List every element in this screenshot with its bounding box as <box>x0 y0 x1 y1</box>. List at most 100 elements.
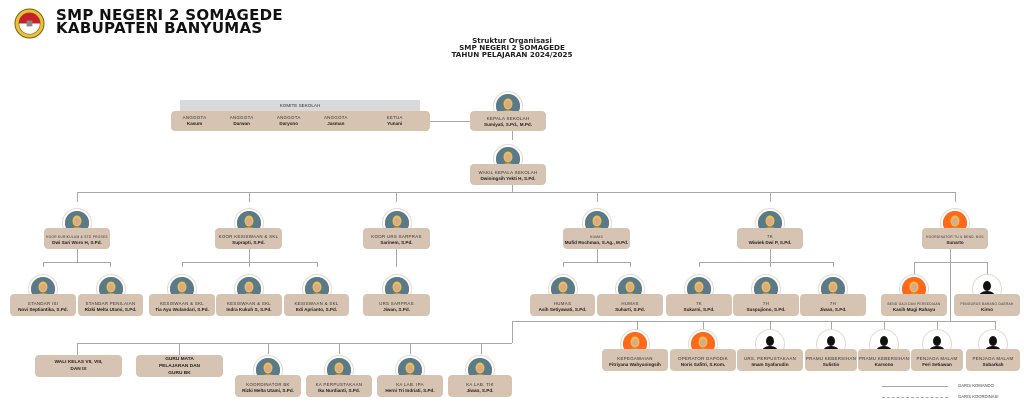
connector-line <box>637 321 638 330</box>
node-role: KESISWAAN & SKL <box>294 301 339 306</box>
komite-role: ANGGOTA <box>323 115 348 120</box>
connector-line <box>77 343 78 355</box>
node-name: Jiwan, S.Pd. <box>819 307 847 312</box>
node-role: KOOR KURIKULUM & STD PROSES <box>46 235 108 239</box>
connector-line <box>950 249 951 321</box>
school-name: SMP NEGERI 2 SOMAGEDE <box>56 6 283 24</box>
node-role: KOORDINATOR TU & BEND. BOS <box>926 235 984 239</box>
legend-coordination-label: GARIS KOORDINASI <box>958 394 999 399</box>
connector-line <box>563 262 630 263</box>
node-name: Indra Kukuh S, S.Pd. <box>226 307 272 312</box>
connector-line <box>914 262 915 275</box>
node-name: Fitriyana Wahyuningsih <box>609 362 661 367</box>
connector-line <box>481 343 482 354</box>
chart-title: Struktur Organisasi <box>472 36 552 45</box>
connector-line <box>937 321 938 330</box>
node-role: PENJAGA MALAM <box>916 356 958 361</box>
connector-line <box>512 321 637 322</box>
connector-line <box>249 262 250 267</box>
connector-line <box>833 262 834 267</box>
node-name: Sukarni, S.Pd. <box>683 307 715 312</box>
connector-line <box>512 131 513 140</box>
node-name: Edi Aprianto, S.Pd. <box>295 307 338 312</box>
node-role: KOOR URS SARPRAS <box>371 234 422 239</box>
connector-line <box>43 262 44 267</box>
node-name: WALI KELAS VII, VIII, DAN IX <box>54 360 103 372</box>
node-name: Noris Safitri, S.Kom. <box>680 362 726 367</box>
legend-command-line <box>882 386 948 387</box>
node-name: Rizki Melta Utami, S.Pd. <box>84 307 137 312</box>
connector-line <box>563 262 564 267</box>
node-role: BEND GAJI DAN PERSEDIAAN <box>887 302 941 306</box>
legend-command-label: GARIS KOMANDO <box>958 383 994 388</box>
node-role: URS. PERPUSTAKAAN <box>743 356 797 361</box>
chart-school: SMP NEGERI 2 SOMAGEDE <box>459 43 565 52</box>
node-name: Dwi Sari Woro H, S.Pd. <box>52 240 102 245</box>
node-role: 7K <box>696 301 702 306</box>
komite-name: Yunani <box>387 121 403 126</box>
komite-name: Darwan <box>233 121 250 126</box>
node-role: PRAMU KEBERSIHAN <box>805 356 857 361</box>
komite-name: Jasman <box>327 121 345 126</box>
node-role: KA LAB. TIK <box>466 382 494 387</box>
org-node-guru: GURU MATA PELAJARAN DAN GURU BK <box>136 355 223 377</box>
connector-line <box>703 321 704 330</box>
node-role: WAKIL KEPALA SEKOLAH <box>478 170 538 175</box>
node-name: Jiwan, S.Pd. <box>383 307 410 312</box>
connector-line <box>770 192 771 202</box>
node-name: Kirno <box>981 307 993 312</box>
connector-line <box>597 192 598 202</box>
node-role: PENJAGA MALAM <box>972 356 1014 361</box>
connector-line <box>770 262 771 267</box>
komite-role: KETUA <box>386 115 403 120</box>
connector-line <box>914 262 987 263</box>
node-name: Sumiyati, S.Pd., M.Pd. <box>484 122 532 127</box>
node-name: Sunarto <box>946 240 964 245</box>
node-name: Imam Syafarudin <box>751 362 789 367</box>
node-role: KESISWAAN & SKL <box>159 301 205 306</box>
node-name: Karsono <box>874 362 894 367</box>
node-name: Suspujiono, S.Pd. <box>746 307 786 312</box>
komite-name: Daryono <box>279 121 299 126</box>
connector-line <box>637 321 995 322</box>
node-role: STANDAR ISI <box>27 301 59 306</box>
connector-line <box>955 192 956 202</box>
connector-line <box>339 343 340 354</box>
connector-line <box>179 343 180 355</box>
node-name: Jiwan, S.Pd. <box>466 388 494 393</box>
node-name: Rizki Melta Utami, S.Pd. <box>242 388 294 393</box>
node-name: Herni Tri Indriati, S.Pd. <box>385 388 435 393</box>
connector-line <box>699 262 833 263</box>
connector-line <box>396 192 397 202</box>
connector-line <box>249 249 250 262</box>
connector-line <box>699 262 700 267</box>
node-role: KESISWAAN & SKL <box>226 301 272 306</box>
node-name: Kasih Mugi Rahayu <box>892 307 936 312</box>
node-role: KOOR KESISWAAN & SKL <box>218 234 279 239</box>
node-role: 7H <box>829 301 837 306</box>
node-role: KEPEGAWAIAN <box>617 356 653 361</box>
connector-line <box>182 262 183 267</box>
legend-coordination-line <box>882 397 948 398</box>
node-name: Ika Nurdianti, S.Pd. <box>318 388 360 393</box>
node-name: Suharti, S.Pd. <box>615 307 645 312</box>
node-name: Subarkah <box>982 362 1004 367</box>
node-name: Tia Ayu Wulandari, S.Pd. <box>155 307 209 312</box>
